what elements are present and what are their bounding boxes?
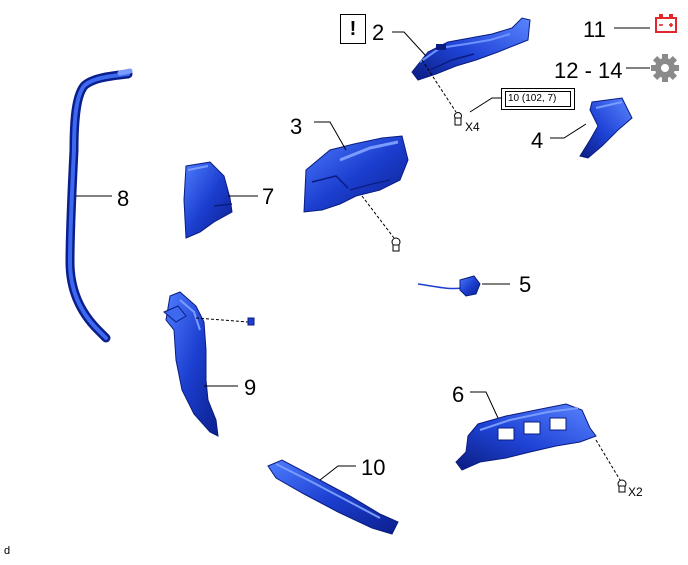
label-part-4: 4 [531,128,544,153]
label-part-8: 8 [117,186,130,211]
fastener-guide-line [195,317,249,323]
leader-part-2 [392,31,427,57]
label-part-6: 6 [452,382,465,407]
leader-part-10 [319,465,356,481]
fastener-guide-line [595,439,621,481]
label-part-3: 3 [290,114,303,139]
part-3-air-duct [303,135,409,213]
bolt-part-2 [454,112,462,126]
gear-icon [651,54,679,82]
part-7-side-cover [183,161,233,239]
caution-mark: ! [340,14,366,44]
label-part-9: 9 [244,375,257,400]
part-10-scuff-plate [267,459,399,535]
torque-spec-text: 10 (102, 7) [505,91,571,107]
screw-part-6 [617,479,627,493]
label-part-12-14: 12 - 14 [554,58,623,83]
label-part-2: 2 [372,20,385,45]
part-9-pillar-garnish [163,291,219,437]
illustration-code: d [4,545,11,557]
screw-count-part-6: X2 [628,485,643,499]
part-2-lower-instrument-panel [411,17,531,81]
leader-lines [76,27,650,481]
bolt-count-part-2: X4 [465,120,480,134]
fastener-guide-line [361,195,395,239]
leader-torque-spec [469,97,502,113]
leader-part-4 [550,123,587,139]
label-part-10: 10 [361,455,386,480]
screw-part-3 [391,237,401,252]
clip-part-9 [247,317,255,326]
label-part-11: 11 [583,17,606,42]
caution-mark-text: ! [349,17,357,40]
part-4-side-panel [579,97,633,159]
leader-part-6 [470,391,499,419]
label-part-7: 7 [262,184,275,209]
part-6-under-cover [455,403,597,471]
leader-part-3 [314,121,347,151]
part-8-door-weatherstrip [65,68,133,343]
label-part-5: 5 [519,272,532,297]
torque-spec-box: 10 (102, 7) [501,88,575,110]
battery-icon [655,14,677,33]
part-5-sensor-clip [417,275,481,297]
fastener-guide-line [421,59,457,113]
